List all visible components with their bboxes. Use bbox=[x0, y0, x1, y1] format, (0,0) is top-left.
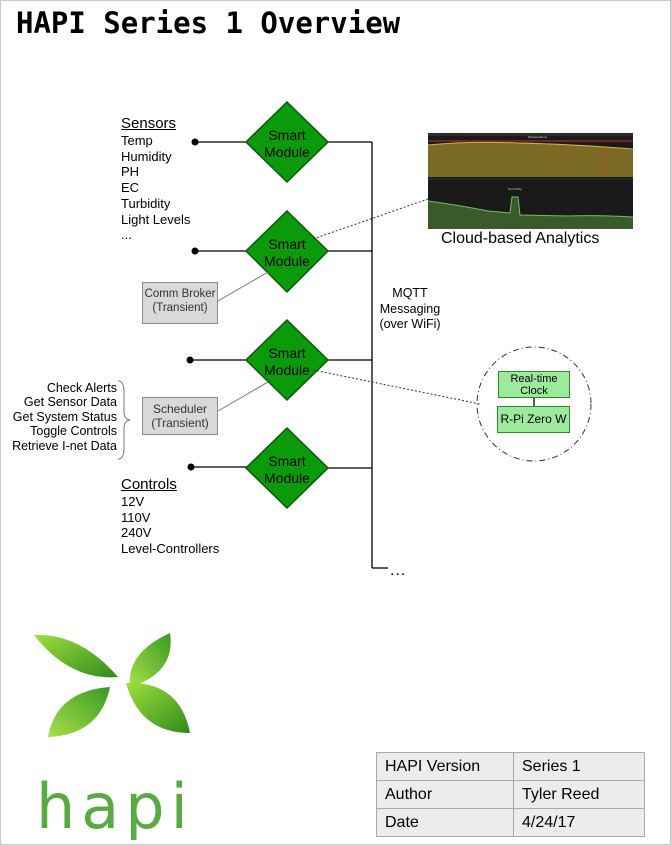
rpi-link bbox=[312, 369, 481, 405]
info-value: 4/24/17 bbox=[513, 808, 645, 837]
smart-module-1 bbox=[244, 100, 330, 184]
scheduler-link bbox=[217, 381, 269, 412]
mqtt-label: MQTT Messaging (over WiFi) bbox=[379, 286, 441, 331]
info-value: Tyler Reed bbox=[513, 780, 645, 809]
rpi-zero-box: R-Pi Zero W bbox=[497, 406, 570, 433]
sensor-item: EC bbox=[121, 180, 140, 196]
control-item: Level-Controllers bbox=[121, 541, 220, 557]
scheduler-box: Scheduler(Transient) bbox=[142, 397, 218, 435]
sensors-header: Sensors bbox=[121, 115, 177, 132]
table-row: Date 4/24/17 bbox=[376, 808, 645, 837]
smart-module-2 bbox=[244, 209, 330, 294]
task-item: Get System Status bbox=[12, 409, 117, 424]
sensor-item: Humidity bbox=[121, 148, 172, 164]
control-list: Controls 12V 110V 240V Level-Controllers bbox=[121, 476, 219, 557]
info-key: Date bbox=[376, 808, 514, 837]
sensor-item: Temp bbox=[121, 133, 153, 148]
smart-module-3 bbox=[244, 318, 330, 402]
control-item: 110V bbox=[121, 509, 151, 525]
page-title: HAPI Series 1 Overview bbox=[16, 6, 401, 40]
task-item: Retrieve I-net Data bbox=[12, 438, 117, 453]
cloud-link bbox=[312, 198, 429, 240]
info-table: HAPI Version Series 1 Author Tyler Reed … bbox=[376, 752, 645, 837]
info-value: Series 1 bbox=[513, 752, 645, 781]
task-item: Get Sensor Data bbox=[23, 395, 117, 410]
control-item: 12V bbox=[121, 494, 145, 509]
sensor-item: ... bbox=[121, 227, 132, 243]
cloud-caption: Cloud-based Analytics bbox=[441, 230, 600, 247]
control-item: 240V bbox=[121, 525, 152, 541]
hapi-wordmark-text: hapi bbox=[36, 780, 194, 840]
controls-header: Controls bbox=[121, 476, 177, 493]
broker-link bbox=[217, 271, 269, 302]
chart-panel-2-title: Humidity bbox=[508, 187, 522, 191]
sensor-item: Turbidity bbox=[121, 195, 171, 211]
scheduler-brace bbox=[117, 380, 131, 460]
task-item: Check Alerts bbox=[46, 381, 117, 395]
task-item: Toggle Controls bbox=[30, 424, 117, 439]
sensor-item: Light Levels bbox=[121, 211, 191, 227]
scheduler-task-list: Check Alerts Get Sensor Data Get System … bbox=[0, 381, 117, 461]
table-row: Author Tyler Reed bbox=[376, 780, 645, 809]
bus-continuation: ... bbox=[390, 562, 407, 579]
smart-module-4 bbox=[244, 426, 330, 510]
hapi-leaf-logo bbox=[34, 633, 190, 737]
cloud-analytics-chart: Temperature Humidity bbox=[427, 133, 634, 229]
table-row: HAPI Version Series 1 bbox=[376, 752, 645, 781]
info-key: HAPI Version bbox=[376, 752, 514, 781]
sensor-item: PH bbox=[121, 164, 140, 180]
hapi-wordmark: hapi bbox=[36, 770, 216, 845]
rpi-enclosure bbox=[476, 346, 592, 462]
chart-panel-1-title: Temperature bbox=[527, 135, 547, 139]
info-key: Author bbox=[376, 780, 514, 809]
sensor-list: Sensors Temp Humidity PH EC Turbidity Li… bbox=[121, 115, 190, 243]
comm-broker-box: Comm Broker(Transient) bbox=[142, 282, 218, 324]
